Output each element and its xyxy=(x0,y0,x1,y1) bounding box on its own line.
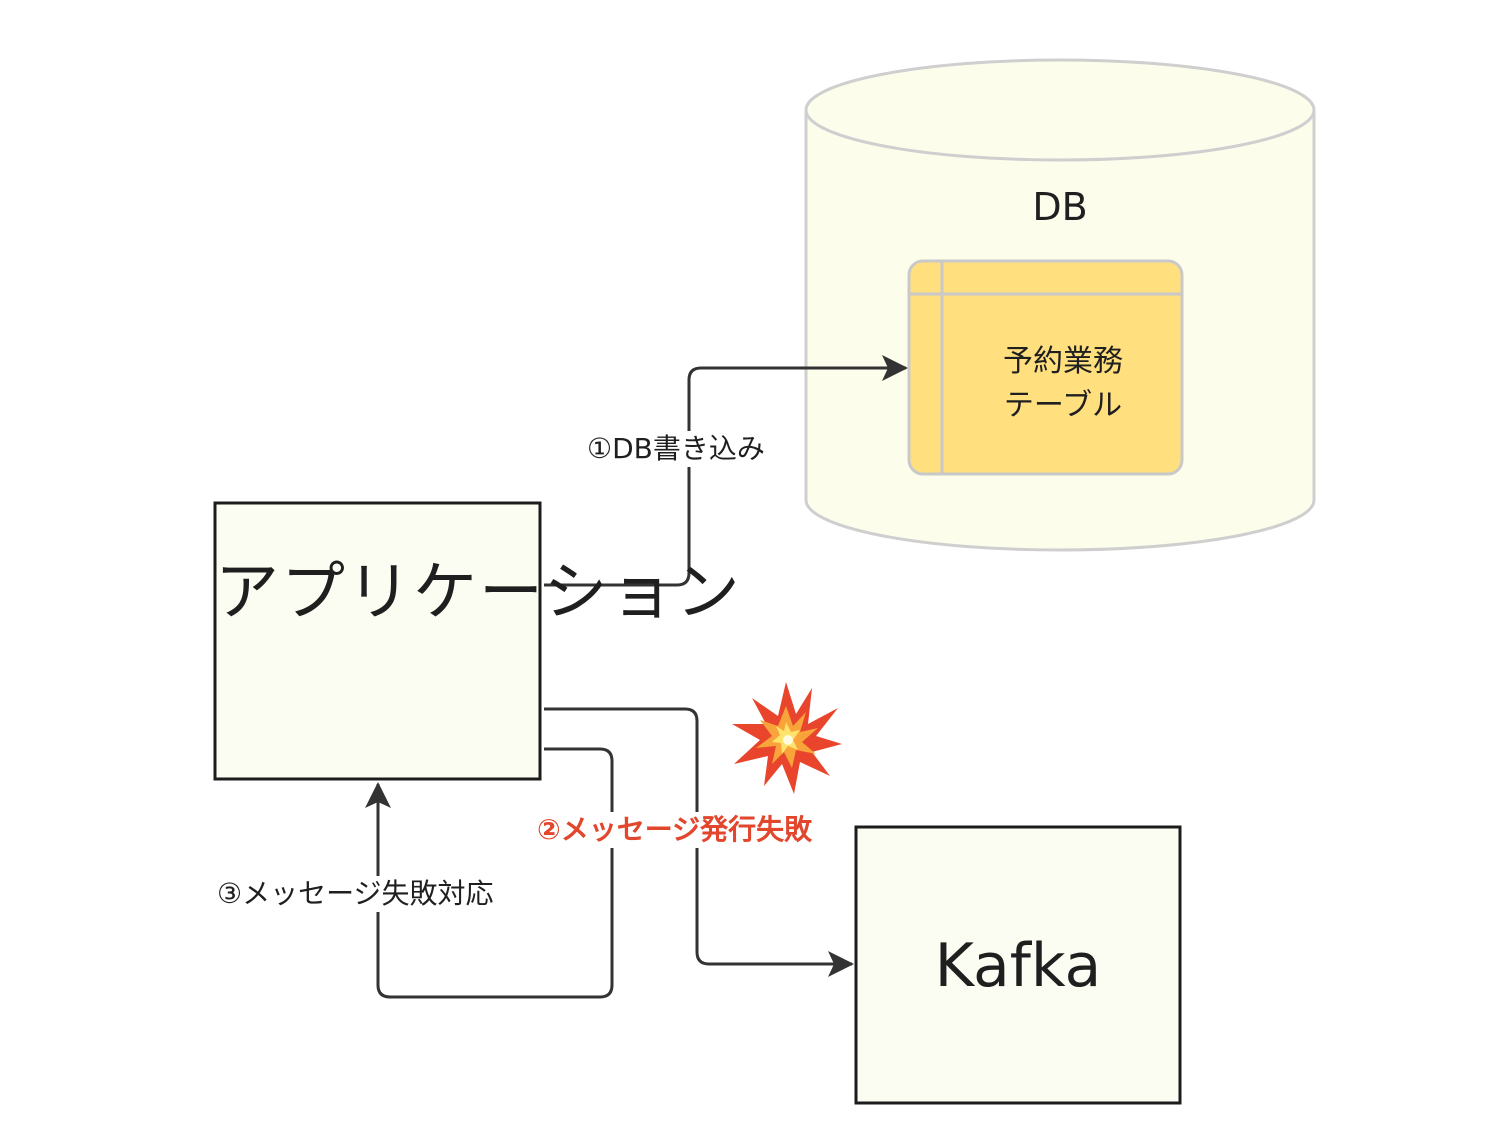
db-label: DB xyxy=(1032,185,1088,229)
edge-db-write-label: ①DB書き込み xyxy=(585,431,767,467)
table-label: 予約業務 テーブル xyxy=(1003,344,1123,423)
explosion-icon xyxy=(732,682,842,794)
edge-db-write xyxy=(544,355,908,587)
kafka-label: Kafka xyxy=(934,931,1102,1001)
application-node xyxy=(213,501,542,781)
reservation-table xyxy=(907,259,1184,476)
edge-publish-fail-label: ②メッセージ発行失敗 xyxy=(537,812,813,848)
application-label: アプリケーション xyxy=(215,556,742,630)
edge-failure-handling xyxy=(365,747,614,999)
kafka-node xyxy=(854,825,1182,1105)
edge-failure-handling-label: ③メッセージ失敗対応 xyxy=(215,876,496,912)
